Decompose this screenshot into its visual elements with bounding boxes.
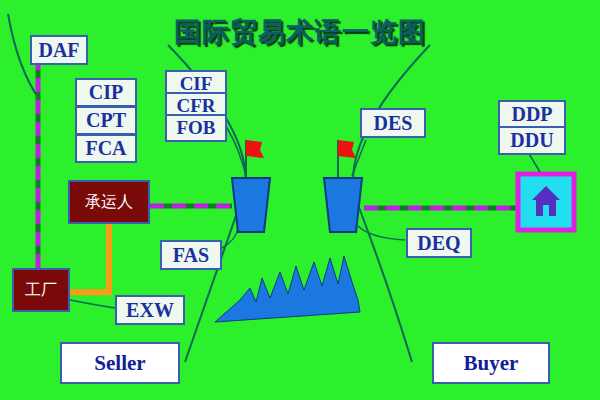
route-line: [364, 206, 516, 211]
place-box: 工厂: [12, 268, 70, 312]
party-box: Seller: [60, 342, 180, 384]
leader-line: [352, 140, 366, 176]
route-stroke: [36, 65, 41, 268]
node-text: Seller: [94, 351, 145, 376]
route-line: [150, 204, 232, 209]
house-frame: [518, 174, 574, 230]
term-box: DDU: [498, 126, 566, 155]
route-line: [38, 65, 39, 268]
route-line: [364, 206, 516, 211]
route-line: [150, 204, 232, 209]
house-icon: [532, 186, 560, 216]
party-box: Buyer: [432, 342, 550, 384]
term-box: CIP: [75, 78, 137, 107]
place-box: 承运人: [68, 180, 150, 224]
term-box: DAF: [30, 35, 88, 65]
node-text: 承运人: [85, 192, 133, 213]
term-box: CPT: [75, 106, 137, 135]
term-box: FAS: [160, 240, 222, 270]
term-box: DEQ: [406, 228, 472, 258]
node-text: Buyer: [464, 351, 519, 376]
leader-line: [70, 300, 115, 308]
node-text: CPT: [86, 109, 126, 132]
term-box: DES: [360, 108, 426, 138]
node-text: FAS: [173, 244, 209, 267]
leader-line: [358, 226, 405, 240]
coast-line: [353, 45, 430, 362]
node-text: EXW: [126, 299, 174, 322]
node-text: FCA: [85, 137, 126, 160]
node-text: CIP: [89, 81, 123, 104]
route-stroke: [36, 65, 41, 268]
sea-waves: [215, 256, 360, 322]
flag: [338, 140, 356, 158]
term-box: FCA: [75, 134, 137, 163]
port-bucket: [232, 178, 270, 232]
term-box: EXW: [115, 295, 185, 325]
port-bucket: [324, 178, 362, 232]
leader-line: [528, 152, 540, 172]
road-line: [70, 224, 109, 292]
term-box: FOB: [165, 114, 227, 142]
house-door: [543, 205, 549, 216]
node-text: 工厂: [25, 280, 57, 301]
road-stroke: [70, 224, 109, 292]
leader-line: [222, 228, 238, 248]
flag: [246, 140, 264, 158]
leader-line: [226, 126, 246, 176]
node-text: DAF: [38, 39, 79, 62]
node-text: DEQ: [417, 232, 460, 255]
term-box: DDP: [498, 100, 566, 129]
node-text: DDP: [511, 103, 552, 126]
node-text: DDU: [510, 129, 553, 152]
node-text: DES: [374, 112, 413, 135]
diagram-title: 国际贸易术语一览图: [0, 14, 600, 50]
node-text: FOB: [176, 117, 215, 139]
